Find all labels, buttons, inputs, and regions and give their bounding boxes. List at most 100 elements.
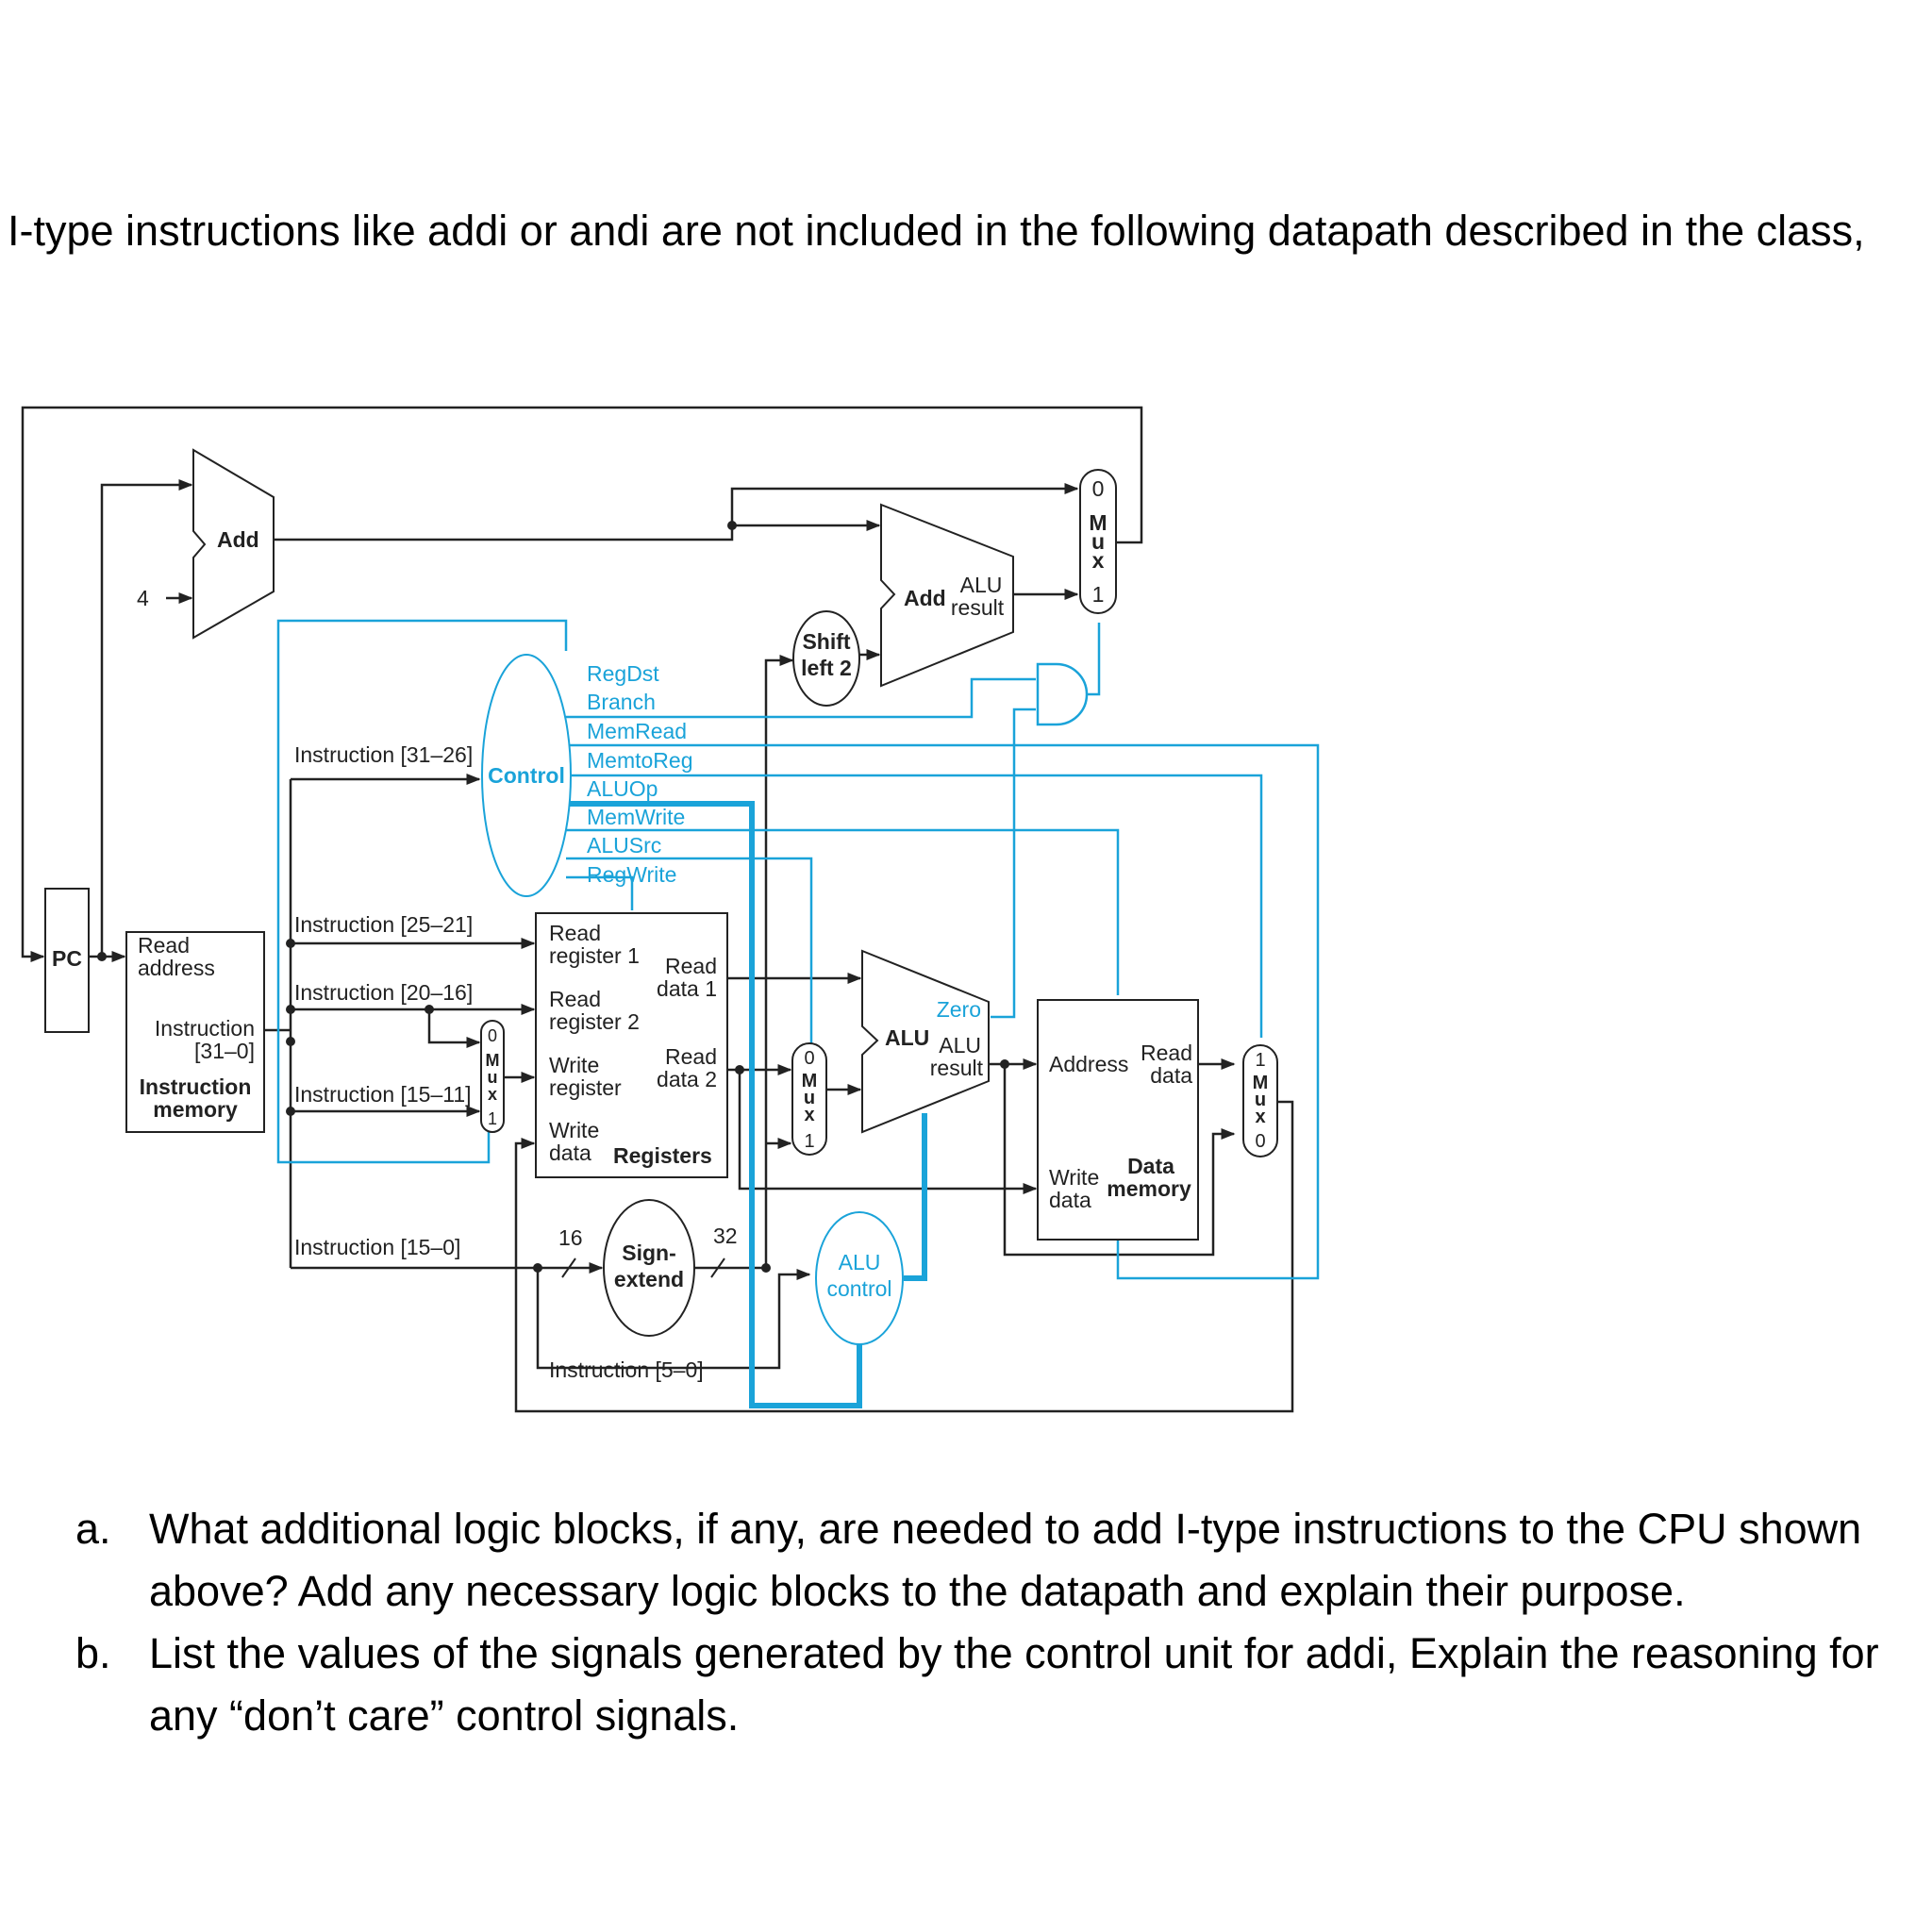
alusrc-mux: 0 M u x 1	[791, 1042, 827, 1156]
shift-left-2-line1: Shift	[802, 629, 850, 654]
alusrc-mux-letter-x: x	[804, 1105, 814, 1125]
reg-read-data1-a: Read	[665, 954, 717, 978]
question-b-marker: b.	[75, 1629, 111, 1677]
memtoreg-mux-input-0: 0	[1255, 1131, 1265, 1152]
sign-extend-line1: Sign-	[622, 1241, 676, 1265]
branch-mux: 0 M u x 1	[1079, 469, 1117, 614]
regdst-mux-input-1: 1	[488, 1109, 497, 1128]
dmem-title-2: memory	[1107, 1176, 1191, 1201]
signal-aluop: ALUOp	[587, 776, 658, 801]
alu-result-label-1: ALU	[939, 1033, 981, 1058]
control-signal-labels: RegDst Branch MemRead MemtoReg ALUOp Mem…	[587, 661, 692, 887]
regdst-mux-letter-m: M	[486, 1051, 500, 1070]
memtoreg-mux-letter-u: u	[1255, 1090, 1266, 1110]
signal-branch: Branch	[587, 690, 656, 714]
registers-title: Registers	[613, 1143, 712, 1168]
alu-control-wire	[904, 1113, 927, 1281]
sign-extend: Sign- extend 16 32	[558, 1199, 738, 1337]
instr-20-16-label: Instruction [20–16]	[294, 980, 473, 1005]
dmem-title-1: Data	[1127, 1154, 1174, 1178]
reg-read-register2-b: register 2	[549, 1009, 640, 1034]
question-a: a. What additional logic blocks, if any,…	[75, 1498, 1887, 1623]
reg-write-register-b: register	[549, 1075, 622, 1100]
branch-mux-letter-m: M	[1089, 510, 1107, 535]
memtoreg-mux-input-1: 1	[1255, 1050, 1265, 1071]
dmem-read-2: data	[1150, 1063, 1192, 1088]
regdst-mux-input-0: 0	[488, 1026, 497, 1045]
alu-control-line2: control	[826, 1276, 891, 1301]
question-a-marker: a.	[75, 1505, 111, 1553]
signal-memwrite: MemWrite	[587, 805, 685, 829]
signal-memread: MemRead	[587, 719, 687, 743]
instr-5-0-label: Instruction [5–0]	[549, 1357, 704, 1382]
branch-and-gate	[1036, 662, 1089, 726]
intro-text: I-type instructions like addi or andi ar…	[8, 207, 1865, 255]
wire-junctions	[97, 521, 1009, 1273]
pc-register: PC	[44, 888, 90, 1033]
pc-adder: Add	[192, 448, 275, 640]
instr-31-26-label: Instruction [31–26]	[294, 742, 473, 767]
reg-write-data-b: data	[549, 1141, 591, 1165]
question-a-text: What additional logic blocks, if any, ar…	[149, 1505, 1862, 1615]
control-label: Control	[488, 763, 565, 788]
imem-instruction-2: [31–0]	[194, 1039, 255, 1063]
alu-control-line1: ALU	[839, 1250, 881, 1274]
question-b: b. List the values of the signals genera…	[75, 1623, 1887, 1747]
memtoreg-mux-letter-m: M	[1253, 1073, 1269, 1093]
const-four-label: 4	[137, 586, 149, 610]
alu-zero-label: Zero	[937, 997, 981, 1022]
memtoreg-mux: 1 M u x 0	[1242, 1044, 1278, 1158]
instruction-memory: Read address Instruction [31–0] Instruct…	[125, 931, 265, 1133]
alusrc-mux-input-1: 1	[804, 1131, 814, 1152]
signal-regdst: RegDst	[587, 661, 659, 686]
branch-mux-input-0: 0	[1092, 476, 1105, 501]
dmem-address: Address	[1049, 1052, 1128, 1076]
control-unit: Control	[481, 654, 572, 897]
branch-adder-result: result	[951, 595, 1005, 620]
instruction-field-labels: Instruction [31–26] Instruction [25–21] …	[294, 742, 704, 1382]
dmem-read-1: Read	[1141, 1041, 1192, 1065]
branch-mux-letter-x: x	[1092, 548, 1105, 573]
reg-read-data2-a: Read	[665, 1044, 717, 1069]
alu-result-label-2: result	[930, 1056, 984, 1080]
alusrc-mux-input-0: 0	[804, 1048, 814, 1069]
aluop-wire	[566, 801, 862, 1408]
data-memory: Address Read data Write data Data memory	[1037, 999, 1199, 1241]
branch-adder-name: Add	[904, 586, 946, 610]
question-b-text: List the values of the signals generated…	[149, 1629, 1879, 1740]
alu-name: ALU	[885, 1025, 929, 1050]
signal-alusrc: ALUSrc	[587, 833, 661, 858]
dmem-write-2: data	[1049, 1188, 1091, 1212]
imem-read-address-1: Read	[138, 933, 190, 958]
sign-extend-line2: extend	[614, 1267, 684, 1291]
alu-control: ALU control	[815, 1211, 904, 1345]
reg-read-data2-b: data 2	[657, 1067, 717, 1091]
imem-instruction-1: Instruction	[155, 1016, 255, 1041]
reg-read-data1-b: data 1	[657, 976, 717, 1001]
branch-adder-alu: ALU	[960, 573, 1003, 597]
regdst-mux-letter-u: u	[488, 1068, 498, 1087]
regdst-mux-letter-x: x	[488, 1085, 497, 1104]
imem-read-address-2: address	[138, 956, 215, 980]
alusrc-mux-letter-u: u	[804, 1088, 815, 1108]
signal-regwrite: RegWrite	[587, 862, 676, 887]
reg-read-register1-a: Read	[549, 921, 601, 945]
pc-adder-label: Add	[217, 527, 259, 552]
regdst-mux: 0 M u x 1	[480, 1020, 505, 1133]
shift-left-2: Shift left 2	[792, 610, 860, 707]
instr-25-21-label: Instruction [25–21]	[294, 912, 473, 937]
register-file: Read register 1 Read register 2 Write re…	[535, 912, 728, 1178]
branch-mux-input-1: 1	[1092, 582, 1105, 607]
sign-extend-out-width: 32	[713, 1224, 738, 1248]
memtoreg-mux-letter-x: x	[1255, 1107, 1265, 1127]
reg-read-register2-a: Read	[549, 987, 601, 1011]
reg-write-data-a: Write	[549, 1118, 599, 1142]
alusrc-mux-letter-m: M	[802, 1071, 818, 1091]
dmem-write-1: Write	[1049, 1165, 1099, 1190]
imem-title-1: Instruction	[140, 1074, 252, 1099]
instr-15-0-label: Instruction [15–0]	[294, 1235, 460, 1259]
branch-mux-letter-u: u	[1091, 529, 1105, 554]
datapath-wires	[21, 406, 1294, 1413]
instr-15-11-label: Instruction [15–11]	[294, 1082, 472, 1107]
